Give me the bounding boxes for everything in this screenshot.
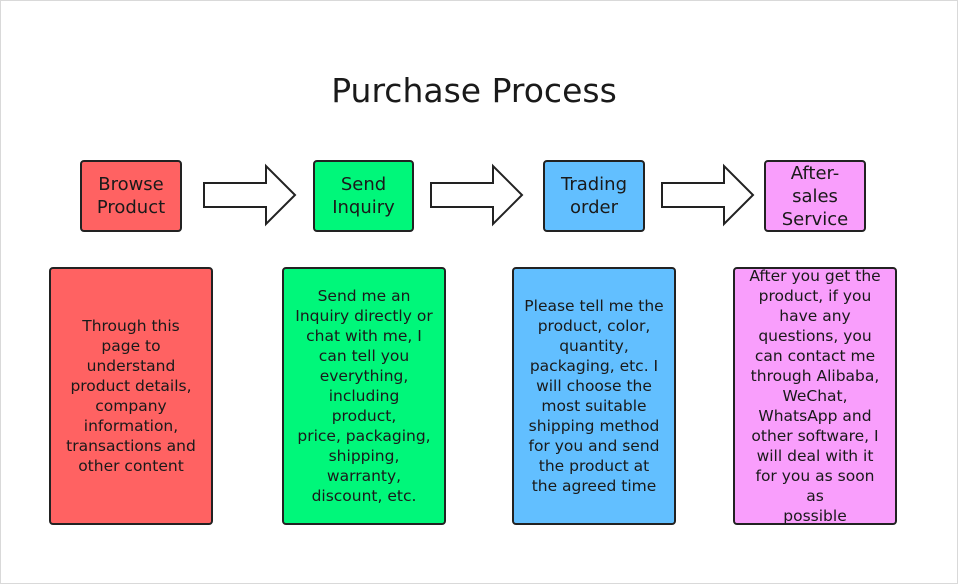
description-text: After you get the product, if you have a…	[749, 267, 881, 525]
description-trading-order: Please tell me the product, color, quant…	[512, 267, 676, 525]
description-text: Please tell me the product, color, quant…	[524, 297, 664, 495]
right-arrow-icon	[203, 163, 297, 227]
page-title: Purchase Process	[331, 71, 617, 110]
step-label: Trading order	[560, 174, 628, 218]
description-browse-product: Through this page to understand product …	[49, 267, 213, 525]
step-trading-order: Trading order	[543, 160, 645, 232]
description-text: Send me an Inquiry directly or chat with…	[295, 287, 433, 505]
description-text: Through this page to understand product …	[66, 317, 196, 475]
step-label: Send Inquiry	[332, 174, 395, 218]
right-arrow-icon	[430, 163, 524, 227]
description-after-sales-service: After you get the product, if you have a…	[733, 267, 897, 525]
step-after-sales-service: After- sales Service	[764, 160, 866, 232]
step-label: Browse Product	[96, 174, 166, 218]
description-send-inquiry: Send me an Inquiry directly or chat with…	[282, 267, 446, 525]
step-send-inquiry: Send Inquiry	[313, 160, 414, 232]
step-browse-product: Browse Product	[80, 160, 182, 232]
step-label: After- sales Service	[781, 162, 849, 230]
right-arrow-icon	[661, 163, 755, 227]
